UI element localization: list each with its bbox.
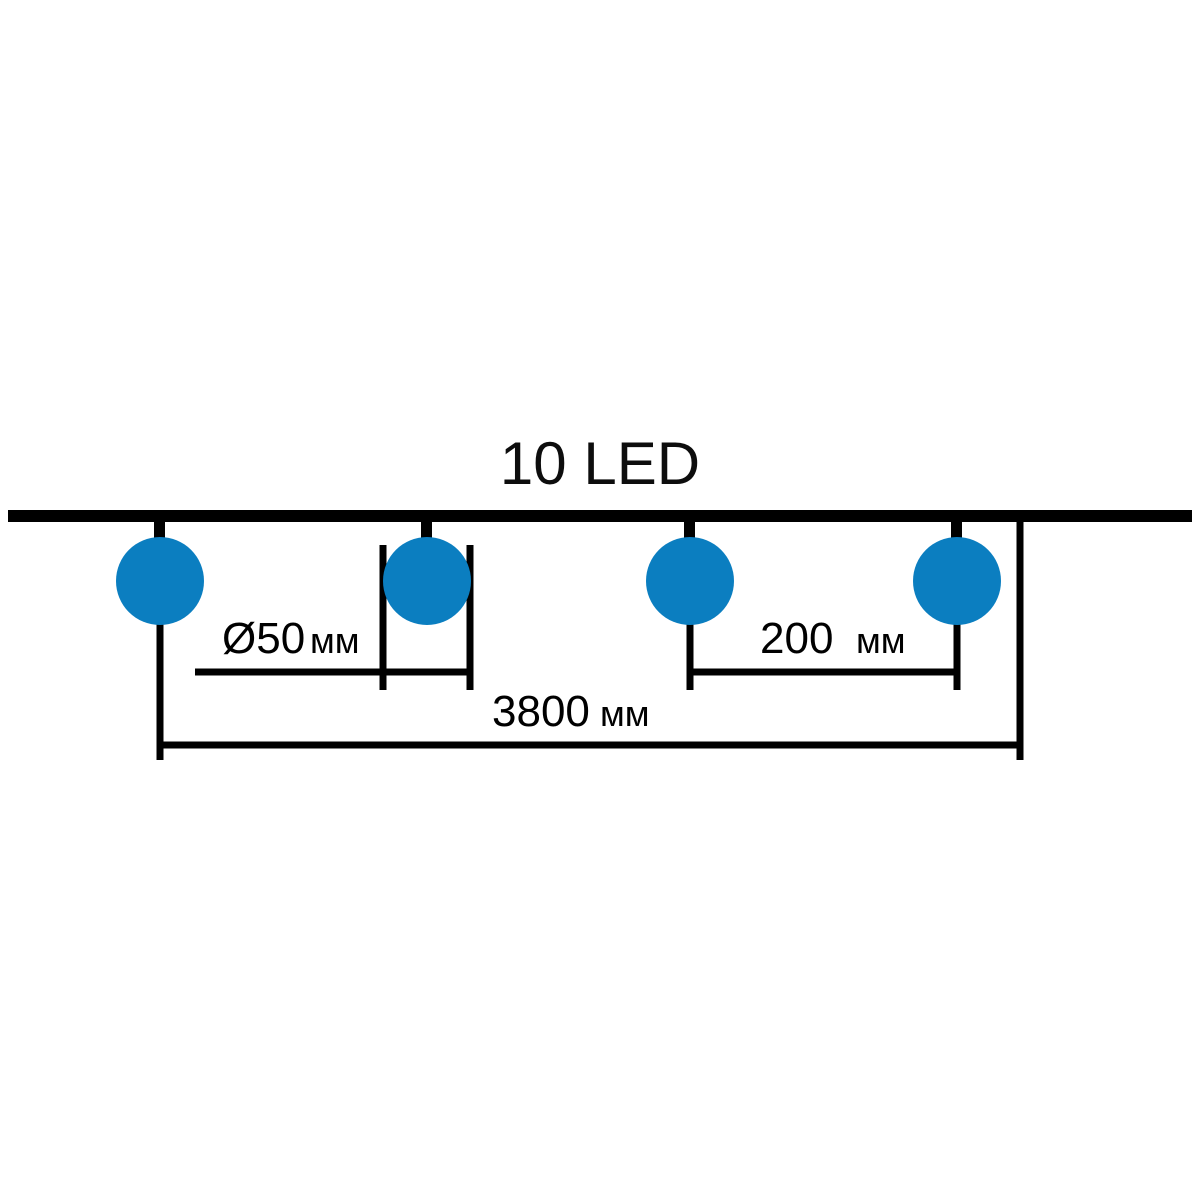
- page-title: 10 LED: [500, 430, 700, 497]
- bulb-stems-group: [154, 516, 962, 546]
- bulbs-group: [116, 537, 1001, 625]
- dimension-value-total-length: 3800: [492, 687, 590, 736]
- bulb-stem-4: [951, 516, 962, 546]
- bulb-stem-1: [154, 516, 165, 546]
- dimension-value-bulb-diameter: Ø50: [222, 614, 305, 663]
- dimension-bulb-diameter: Ø50 мм: [195, 614, 470, 676]
- bulb-3: [646, 537, 734, 625]
- dimension-bulb-spacing: 200 мм: [690, 614, 957, 676]
- dimension-unit-bulb-diameter: мм: [310, 620, 360, 661]
- cable-group: [8, 510, 1192, 522]
- dimension-unit-bulb-spacing: мм: [856, 620, 906, 661]
- bulb-2: [383, 537, 471, 625]
- dimension-total-length: 3800 мм: [160, 687, 1020, 749]
- bulb-4: [913, 537, 1001, 625]
- cable-line: [8, 510, 1192, 522]
- bulb-1: [116, 537, 204, 625]
- dimension-unit-total-length: мм: [600, 693, 650, 734]
- bulb-stem-2: [421, 516, 432, 546]
- bulb-stem-3: [684, 516, 695, 546]
- dimension-value-bulb-spacing: 200: [760, 614, 833, 663]
